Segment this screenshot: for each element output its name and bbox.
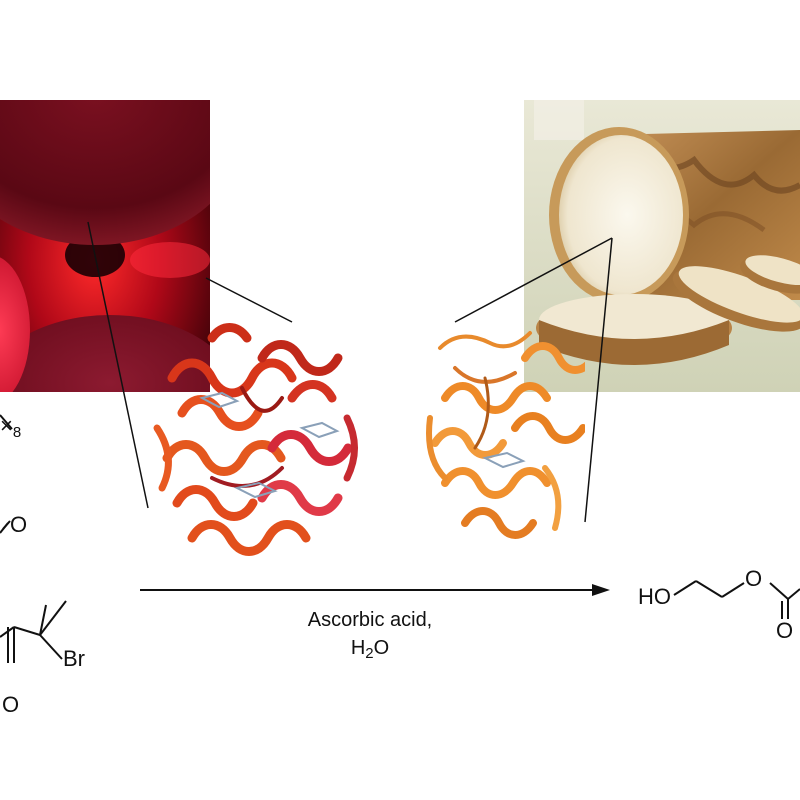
product-o-ether: O (745, 566, 763, 591)
atom-br: Br (63, 646, 85, 671)
product-ho: HO (638, 584, 671, 609)
zoom-line-left-1 (87, 221, 149, 509)
product-molecule-bonds (673, 580, 800, 619)
reagent-label: Ascorbic acid, (307, 609, 433, 631)
reaction-conditions: Ascorbic acid, H2O (250, 606, 490, 668)
atom-o-lower: O (2, 692, 20, 717)
product-o-carbonyl: O (776, 618, 794, 643)
reaction-arrow (140, 584, 610, 596)
repeat-multiplier: ×8 (0, 413, 22, 441)
horseradish-root-photo (524, 100, 800, 392)
zoom-line-right-2 (584, 237, 613, 523)
initiator-molecule-bonds (0, 414, 67, 663)
peroxidase-structure (426, 331, 585, 539)
zoom-line-left-2 (205, 277, 293, 323)
hemoglobin-structure (153, 323, 358, 556)
atom-o-upper: O (10, 512, 28, 537)
red-blood-cells-photo (0, 100, 210, 392)
zoom-line-right-1 (454, 237, 613, 323)
solvent-label: H2O (350, 637, 390, 662)
